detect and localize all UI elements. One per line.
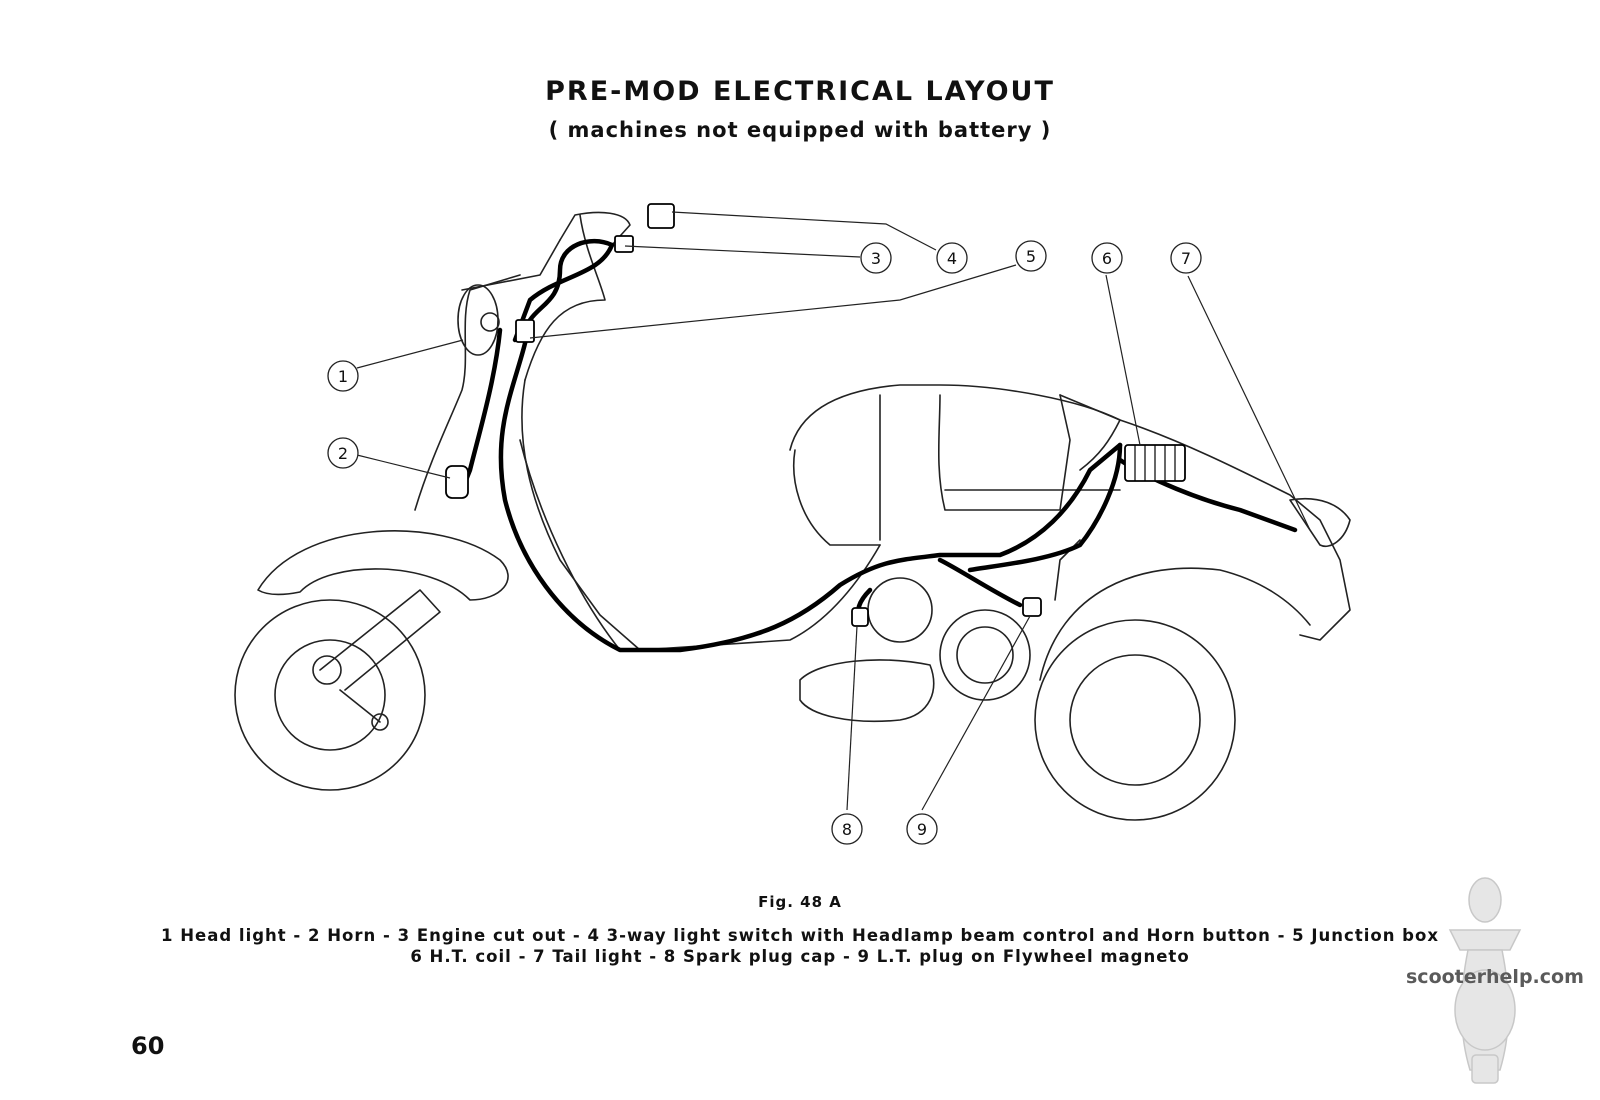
leader-3 (624, 245, 861, 258)
page-title: PRE-MOD ELECTRICAL LAYOUT (545, 76, 1055, 107)
front-mudguard (257, 530, 509, 601)
callout-2: 2 (327, 437, 359, 469)
leader-5 (529, 264, 1017, 339)
scooter-logo-icon (1448, 877, 1522, 1084)
svg-text:8: 8 (842, 820, 852, 839)
tail-light-housing (1289, 497, 1351, 547)
svg-text:3: 3 (871, 249, 881, 268)
components (445, 203, 1186, 627)
leader-1 (356, 339, 464, 369)
legend-line-1: 1 Head light - 2 Horn - 3 Engine cut out… (161, 926, 1439, 945)
spark-plug-cap (851, 607, 869, 627)
leader-6 (1105, 274, 1141, 446)
callout-7: 7 (1170, 242, 1202, 274)
page-subtitle: ( machines not equipped with battery ) (548, 118, 1052, 142)
callout-5: 5 (1015, 240, 1047, 272)
svg-text:2: 2 (338, 444, 348, 463)
rear-cowl (789, 384, 1351, 641)
horn-body (445, 465, 469, 499)
figure-caption: Fig. 48 A (758, 893, 842, 911)
head-light-housing (457, 284, 499, 356)
junction-box (515, 319, 535, 343)
lt-plug (1022, 597, 1042, 617)
scooter-outline (234, 211, 1351, 821)
rear-wheel (1034, 619, 1236, 821)
page-number: 60 (131, 1032, 165, 1060)
engine-flywheel (939, 609, 1031, 701)
svg-text:9: 9 (917, 820, 927, 839)
callout-1: 1 (327, 360, 359, 392)
leader-7 (1187, 275, 1311, 531)
callouts: 1 2 3 4 5 6 7 8 (327, 240, 1202, 845)
engine-cut-out (614, 235, 634, 253)
leader-lines (356, 211, 1311, 811)
svg-text:6: 6 (1102, 249, 1112, 268)
callout-3: 3 (860, 242, 892, 274)
leader-2 (356, 454, 451, 479)
svg-text:5: 5 (1026, 247, 1036, 266)
legend-line-2: 6 H.T. coil - 7 Tail light - 8 Spark plu… (410, 947, 1190, 966)
callout-8: 8 (831, 813, 863, 845)
leader-4 (671, 211, 937, 251)
svg-text:4: 4 (947, 249, 957, 268)
leader-9 (921, 615, 1031, 811)
callout-6: 6 (1091, 242, 1123, 274)
callout-9: 9 (906, 813, 938, 845)
svg-text:7: 7 (1181, 249, 1191, 268)
front-wheel (234, 599, 426, 791)
light-switch (647, 203, 675, 229)
leader-8 (846, 625, 858, 811)
callout-4: 4 (936, 242, 968, 274)
svg-text:1: 1 (338, 367, 348, 386)
watermark-text: scooterhelp.com (1406, 966, 1584, 988)
